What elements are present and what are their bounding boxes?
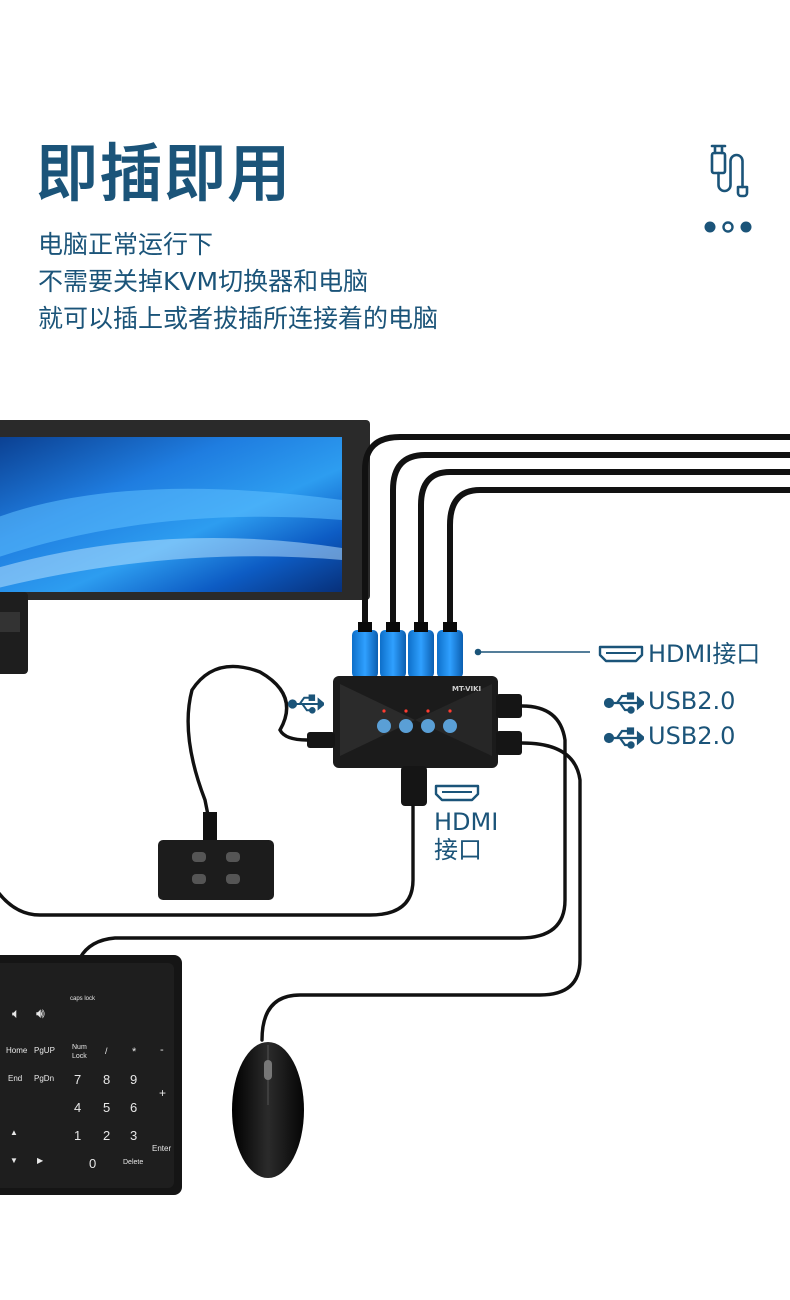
description-line-1: 电脑正常运行下 [38,230,214,259]
usb-symbol-icon [604,727,644,749]
label-hdmi-bottom: HDMI 接口 [434,808,498,864]
hdmi-port-icon [598,645,644,663]
description-line-3: 就可以插上或者拔插所连接着的电脑 [38,304,439,333]
hdmi-port-icon [434,784,480,802]
device-brand: MT-VIKI [452,685,482,693]
usb-symbol-icon [604,692,644,714]
label-usb-1: USB2.0 [648,687,736,715]
mouse [232,1042,304,1178]
description: 电脑正常运行下 不需要关掉KVM切换器和电脑 就可以插上或者拔插所连接着的电脑 [38,226,438,337]
label-hdmi-right: HDMI接口 [648,640,761,668]
usb-plug-icon [710,144,749,198]
monitor [0,420,370,674]
label-hdmi-bottom-line1: HDMI [434,808,499,836]
kvm-switch [307,676,522,806]
usb-symbol-icon [288,694,324,714]
input-cables [362,434,790,633]
blue-hdmi-plugs [352,622,463,678]
pagination-dots-icon[interactable] [703,219,753,235]
description-line-2: 不需要关掉KVM切换器和电脑 [38,267,369,296]
label-usb-2: USB2.0 [648,722,736,750]
label-hdmi-bottom-line2: 接口 [434,836,482,864]
usb-receiver-box [158,812,274,900]
keyboard [0,955,182,1195]
page-title: 即插即用 [36,137,293,210]
callout-lines [474,648,590,656]
output-cables [0,664,582,1042]
